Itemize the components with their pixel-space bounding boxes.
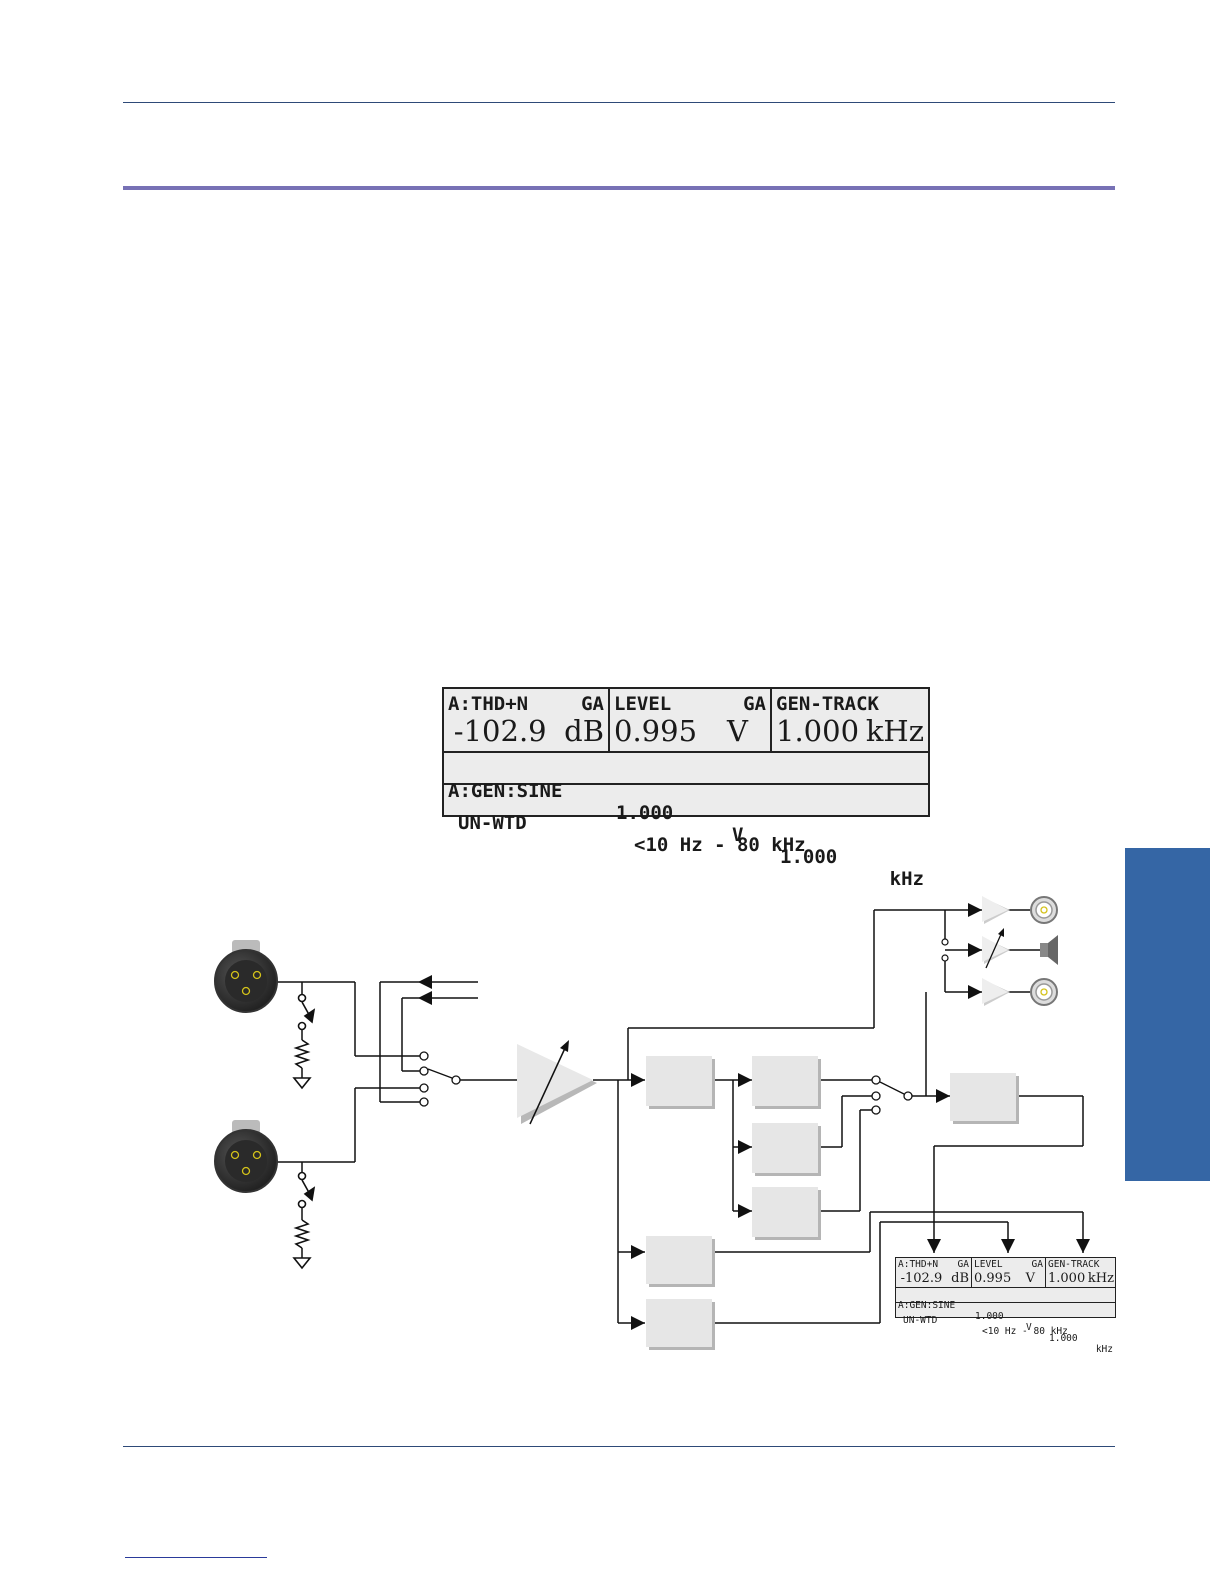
header-rule <box>123 186 1115 190</box>
resistor-1-icon <box>293 1039 311 1069</box>
meter-b-value: 0.995 <box>614 714 698 748</box>
generator-level-unit: V <box>732 824 744 846</box>
block-level-meter <box>646 1236 715 1287</box>
generator-freq-unit: kHz <box>889 868 924 890</box>
small-meter-c-value: 1.000 <box>1048 1271 1086 1286</box>
meter-c-label: GEN-TRACK <box>776 693 879 715</box>
small-meter-a-label: A:THD+N <box>898 1259 939 1270</box>
headphone-amp-icon <box>982 928 1010 969</box>
meter-a-label: A:THD+N <box>448 693 529 715</box>
bnc-connector-2-icon[interactable] <box>1030 978 1058 1006</box>
ground-2-icon <box>292 1257 312 1270</box>
meter-a-value: -102.9 <box>453 714 547 748</box>
generator-freq: 1.000 <box>780 846 838 868</box>
block-frequency-counter <box>646 1299 715 1350</box>
small-generator-freq: 1.000 <box>1049 1333 1078 1344</box>
meter-b-unit: V <box>727 714 748 748</box>
meter-b-cell: LEVEL GA 0.995 V <box>610 689 772 753</box>
small-meter-a-value: -102.9 <box>900 1271 943 1286</box>
ground-1-icon <box>292 1077 312 1090</box>
small-meter-c-label: GEN-TRACK <box>1048 1259 1100 1270</box>
xlr-connector-2-icon[interactable] <box>214 1120 278 1193</box>
speaker-icon[interactable] <box>1040 935 1058 965</box>
output-switch-icon[interactable] <box>941 938 949 962</box>
meter-a-cell: A:THD+N GA -102.9 dB <box>444 689 610 753</box>
filter-bandwidth: <10 Hz - 80 kHz <box>634 834 806 856</box>
small-meter-a-unit: dB <box>951 1271 969 1286</box>
block-meter <box>950 1073 1019 1124</box>
generator-level: 1.000 <box>616 802 674 824</box>
small-meter-a-cell: A:THD+N GA -102.9 dB <box>896 1258 972 1288</box>
termination-switch-1-icon[interactable] <box>297 993 316 1031</box>
chapter-side-tab[interactable] <box>1125 848 1210 1181</box>
small-meter-a-tag: GA <box>957 1259 969 1270</box>
meter-a-unit: dB <box>564 714 604 748</box>
termination-switch-2-icon[interactable] <box>297 1171 316 1209</box>
filter-weighting: UN-WTD <box>458 812 527 834</box>
block-detector-2 <box>752 1123 821 1176</box>
meter-a-tag: GA <box>581 693 604 715</box>
top-rule <box>123 102 1115 103</box>
block-filter-1 <box>646 1056 715 1109</box>
output-buffer-2-icon <box>982 978 1010 1006</box>
bottom-rule <box>123 1446 1115 1447</box>
small-generator-label: A:GEN:SINE <box>898 1300 956 1311</box>
small-generator-freq-unit: kHz <box>1095 1344 1113 1355</box>
small-filter-row: UN-WTD <10 Hz - 80 kHz <box>896 1303 1115 1337</box>
input-selector-switch-icon[interactable] <box>419 1051 461 1107</box>
small-meter-b-label: LEVEL <box>974 1259 1003 1270</box>
meter-c-unit: kHz <box>865 714 924 748</box>
small-filter-bandwidth: <10 Hz - 80 kHz <box>982 1326 1068 1337</box>
input-amplifier-icon <box>517 1040 597 1125</box>
generator-row: A:GEN:SINE 1.000 V 1.000 kHz <box>444 753 928 890</box>
small-generator-level-unit: V <box>1026 1322 1032 1333</box>
small-meter-b-cell: LEVEL GA 0.995 V <box>972 1258 1046 1288</box>
small-generator-row: A:GEN:SINE 1.000 V 1.000 kHz <box>896 1288 1115 1355</box>
block-detector-1 <box>752 1056 821 1109</box>
small-meter-b-value: 0.995 <box>974 1271 1012 1286</box>
function-selector-switch-icon[interactable] <box>871 1075 913 1115</box>
small-filter-weighting: UN-WTD <box>903 1315 938 1326</box>
generator-label: A:GEN:SINE <box>448 780 563 802</box>
block-detector-3 <box>752 1187 821 1240</box>
meter-c-value: 1.000 <box>776 714 860 748</box>
footer-link-rule <box>125 1557 267 1558</box>
output-buffer-1-icon <box>982 896 1010 924</box>
resistor-2-icon <box>293 1219 311 1249</box>
xlr-connector-1-icon[interactable] <box>214 940 278 1013</box>
filter-row: UN-WTD <10 Hz - 80 kHz <box>444 785 928 856</box>
small-meter-c-unit: kHz <box>1087 1271 1114 1286</box>
small-meter-b-unit: V <box>1025 1271 1035 1286</box>
bnc-connector-1-icon[interactable] <box>1030 896 1058 924</box>
small-meter-b-tag: GA <box>1031 1259 1043 1270</box>
small-generator-level: 1.000 <box>975 1311 1004 1322</box>
meter-b-tag: GA <box>743 693 766 715</box>
meter-b-label: LEVEL <box>614 693 672 715</box>
